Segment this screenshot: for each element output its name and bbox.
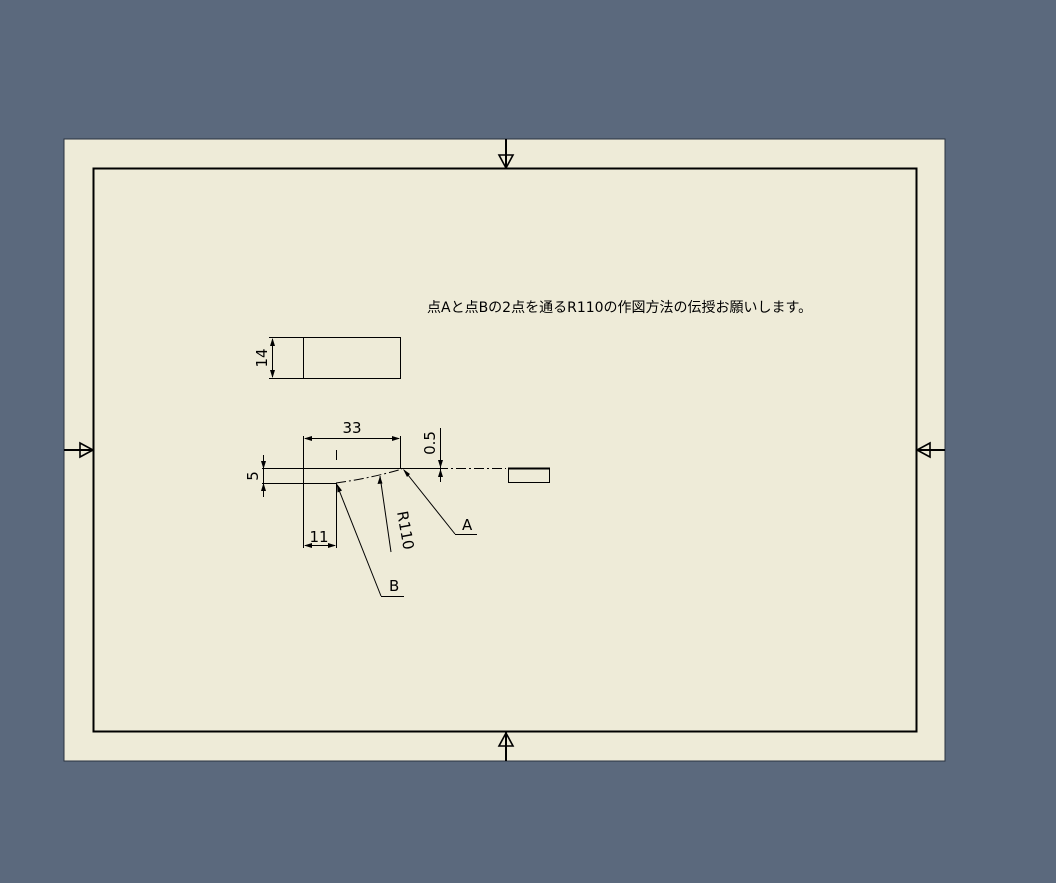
dimension-11: 11 bbox=[304, 528, 336, 548]
dimension-11-label: 11 bbox=[309, 528, 328, 546]
dimension-14: 14 bbox=[253, 338, 275, 378]
dimension-14-label: 14 bbox=[253, 348, 271, 367]
drawing-sheet bbox=[63, 138, 946, 762]
dimension-33: 33 bbox=[304, 419, 400, 441]
centering-mark-bottom bbox=[497, 731, 515, 761]
dimension-0-5: 0.5 bbox=[400, 428, 446, 482]
point-b-label: B bbox=[389, 577, 399, 595]
lower-part-profile bbox=[262, 436, 550, 548]
point-a-label: A bbox=[462, 516, 473, 534]
upper-part-view bbox=[269, 337, 401, 379]
centering-mark-top bbox=[497, 139, 515, 170]
dimension-33-label: 33 bbox=[342, 419, 361, 437]
centering-mark-right bbox=[915, 441, 945, 459]
dimension-5-label: 5 bbox=[244, 471, 262, 481]
drawing-note: 点Aと点Bの2点を通るR110の作図方法の伝授お願いします。 bbox=[427, 300, 812, 316]
dimension-0-5-label: 0.5 bbox=[421, 431, 439, 455]
leader-point-a: A bbox=[403, 469, 477, 535]
dimension-5: 5 bbox=[244, 455, 266, 497]
leader-point-b: B bbox=[336, 484, 404, 597]
centering-mark-left bbox=[64, 441, 95, 459]
